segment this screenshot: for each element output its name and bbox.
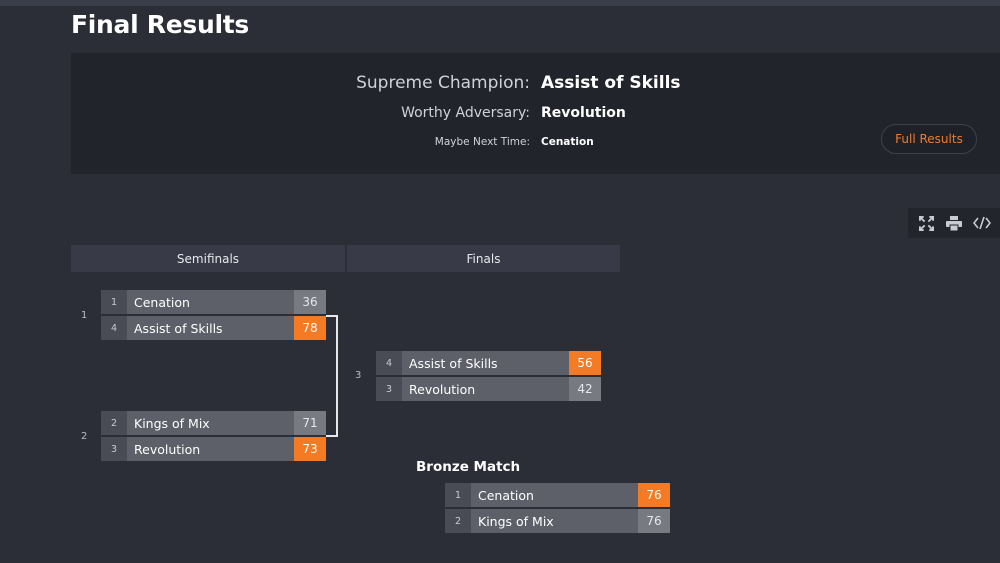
team-name: Assist of Skills (134, 320, 223, 336)
team-slot[interactable]: 1 Cenation 36 (101, 290, 326, 314)
team-name: Cenation (478, 487, 534, 503)
bracket-toolbar (908, 208, 1000, 238)
team-seed: 1 (101, 290, 127, 314)
team-score: 36 (294, 290, 326, 314)
print-icon[interactable] (943, 212, 965, 234)
team-seed: 3 (101, 437, 127, 461)
team-score: 73 (294, 437, 326, 461)
team-name: Revolution (409, 381, 476, 397)
match-final[interactable]: 4 Assist of Skills 56 3 Revolution 42 (376, 351, 601, 403)
third-place-row: Maybe Next Time: Cenation (71, 136, 594, 148)
code-icon[interactable] (971, 212, 993, 234)
team-slot[interactable]: 1 Cenation 76 (445, 483, 670, 507)
champion-row: Supreme Champion: Assist of Skills (71, 73, 1000, 93)
team-score: 76 (638, 509, 670, 533)
round-header-semifinals: Semifinals (71, 245, 345, 272)
team-name: Kings of Mix (134, 415, 210, 431)
team-seed: 4 (376, 351, 402, 375)
team-slot[interactable]: 2 Kings of Mix 76 (445, 509, 670, 533)
champion-value: Assist of Skills (541, 73, 681, 93)
third-place-label: Maybe Next Time: (434, 136, 530, 148)
top-bar (0, 0, 1000, 6)
team-name: Cenation (134, 294, 190, 310)
adversary-row: Worthy Adversary: Revolution (71, 105, 626, 121)
team-seed: 3 (376, 377, 402, 401)
team-seed: 2 (445, 509, 471, 533)
team-score: 71 (294, 411, 326, 435)
match-semifinal-1[interactable]: 1 Cenation 36 4 Assist of Skills 78 (101, 290, 326, 342)
team-seed: 4 (101, 316, 127, 340)
match-semifinal-2[interactable]: 2 Kings of Mix 71 3 Revolution 73 (101, 411, 326, 463)
page-title: Final Results (71, 10, 249, 39)
team-slot[interactable]: 3 Revolution 42 (376, 377, 601, 401)
team-seed: 2 (101, 411, 127, 435)
team-name: Revolution (134, 441, 201, 457)
team-score: 76 (638, 483, 670, 507)
full-results-button[interactable]: Full Results (881, 124, 977, 154)
adversary-value: Revolution (541, 105, 626, 121)
match-number: 2 (81, 431, 88, 442)
team-score: 56 (569, 351, 601, 375)
team-slot[interactable]: 4 Assist of Skills 78 (101, 316, 326, 340)
team-slot[interactable]: 2 Kings of Mix 71 (101, 411, 326, 435)
team-name: Kings of Mix (478, 513, 554, 529)
team-score: 42 (569, 377, 601, 401)
team-seed: 1 (445, 483, 471, 507)
bracket-connector (326, 315, 338, 437)
match-bronze[interactable]: 1 Cenation 76 2 Kings of Mix 76 (445, 483, 670, 535)
team-slot[interactable]: 3 Revolution 73 (101, 437, 326, 461)
expand-icon[interactable] (915, 212, 937, 234)
round-header-finals: Finals (347, 245, 620, 272)
adversary-label: Worthy Adversary: (401, 105, 530, 121)
team-name: Assist of Skills (409, 355, 498, 371)
team-score: 78 (294, 316, 326, 340)
match-number: 3 (355, 370, 362, 381)
champion-label: Supreme Champion: (356, 73, 530, 93)
bronze-match-title: Bronze Match (416, 459, 521, 475)
third-place-value: Cenation (541, 136, 594, 148)
results-summary: Supreme Champion: Assist of Skills Worth… (71, 53, 1000, 174)
match-number: 1 (81, 310, 88, 321)
team-slot[interactable]: 4 Assist of Skills 56 (376, 351, 601, 375)
